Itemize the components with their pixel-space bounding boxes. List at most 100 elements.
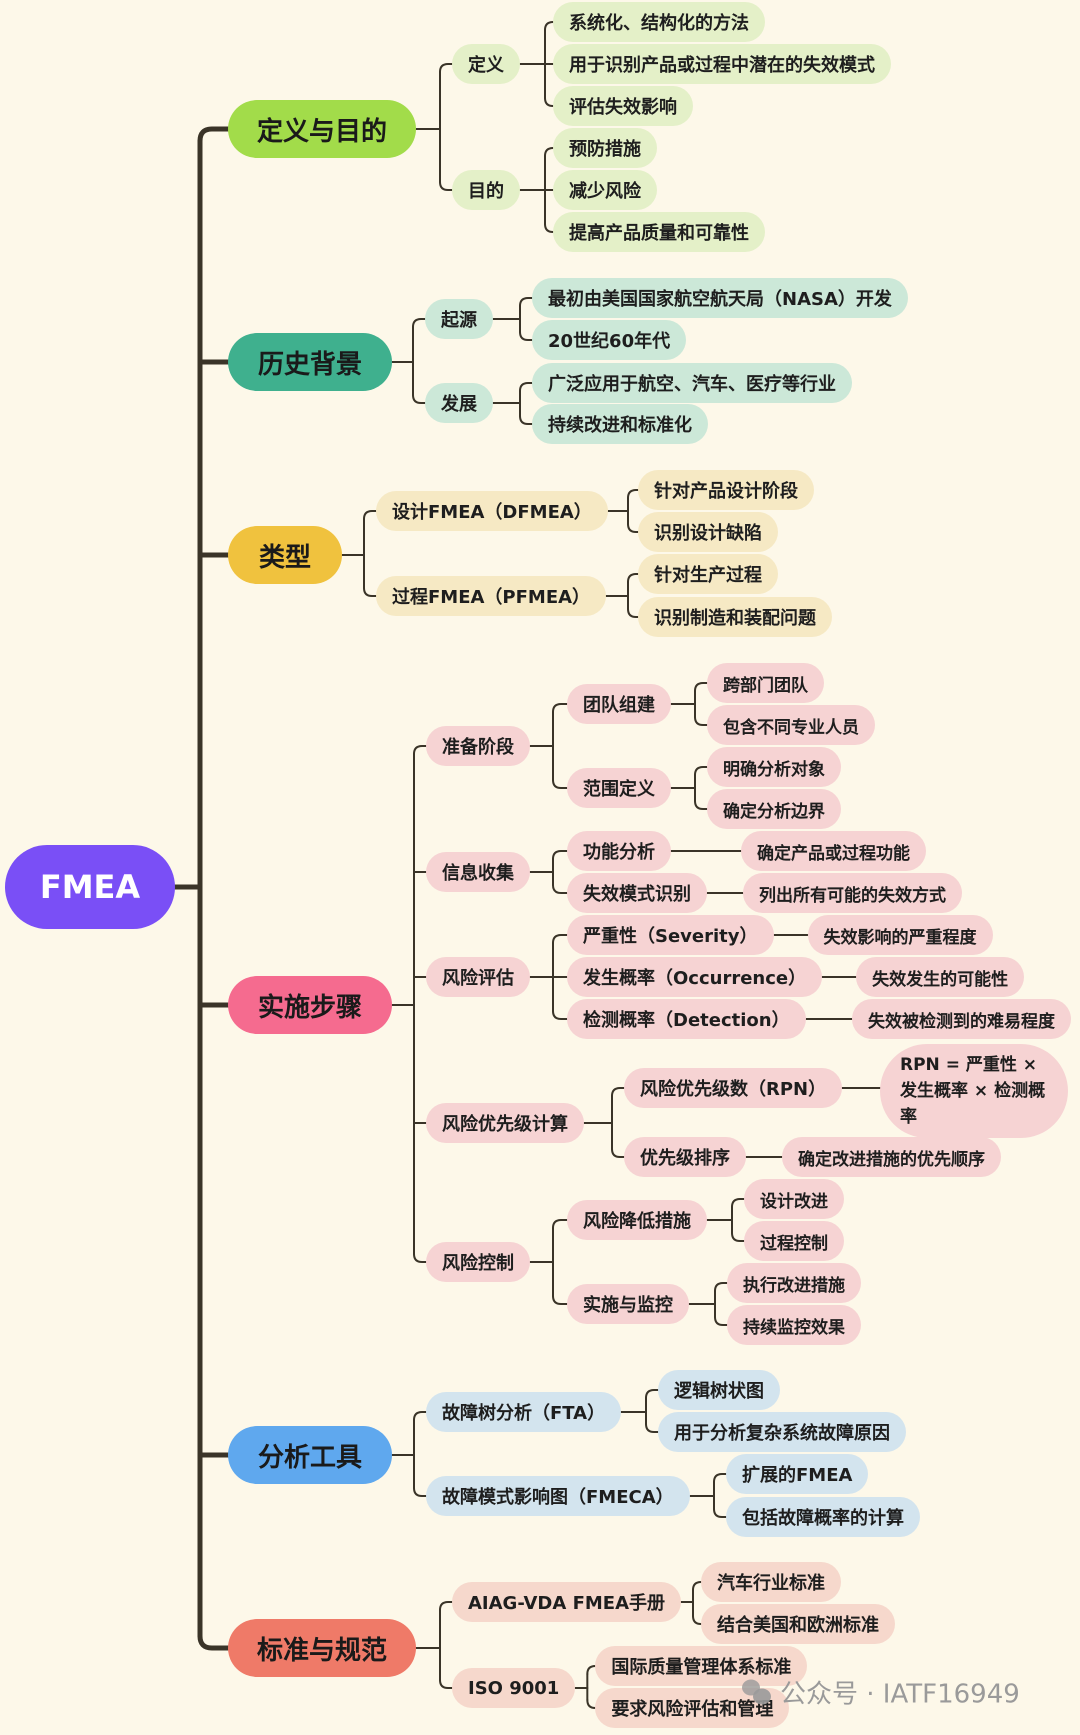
connector	[544, 97, 554, 107]
subtopic-node-3-1[interactable]: 信息收集	[426, 852, 530, 892]
detail-node-0-0-1-label: 包含不同专业人员	[723, 717, 859, 738]
leaf-node-0-1-2[interactable]: 提高产品质量和可靠性	[553, 212, 765, 252]
leaf-node-2-1-0[interactable]: 针对生产过程	[638, 554, 778, 594]
step-node-4-1[interactable]: 实施与监控	[567, 1284, 689, 1324]
detail-node-1-1-0[interactable]: 列出所有可能的失效方式	[743, 873, 962, 913]
leaf-node-0-1-1-label: 减少风险	[569, 181, 641, 202]
leaf-node-1-0-1[interactable]: 20世纪60年代	[532, 320, 687, 360]
leaf-node-2-0-0[interactable]: 针对产品设计阶段	[638, 470, 814, 510]
leaf-node-0-1-2-label: 提高产品质量和可靠性	[569, 223, 749, 244]
leaf-node-5-0-0[interactable]: 汽车行业标准	[701, 1562, 841, 1602]
connector	[714, 1316, 728, 1326]
branch-node-3[interactable]: 实施步骤	[228, 976, 392, 1034]
detail-node-0-0-1[interactable]: 包含不同专业人员	[707, 705, 875, 745]
leaf-node-5-0-0-label: 汽车行业标准	[717, 1573, 825, 1594]
step-node-0-0[interactable]: 团队组建	[567, 684, 671, 724]
leaf-node-0-0-1[interactable]: 用于识别产品或过程中潜在的失效模式	[553, 44, 891, 84]
leaf-node-1-0-0-label: 最初由美国国家航空航天局（NASA）开发	[548, 289, 892, 310]
connector	[552, 850, 568, 860]
root-node-label: FMEA	[39, 868, 141, 906]
step-node-0-0-label: 团队组建	[583, 695, 655, 716]
connector	[713, 1508, 727, 1518]
step-node-3-0[interactable]: 风险优先级数（RPN）	[624, 1068, 843, 1108]
branch-node-1-label: 历史背景	[257, 349, 362, 380]
step-node-2-0[interactable]: 严重性（Severity）	[567, 915, 774, 955]
subtopic-node-3-0[interactable]: 准备阶段	[426, 726, 530, 766]
leaf-node-4-0-1[interactable]: 用于分析复杂系统故障原因	[658, 1412, 906, 1452]
detail-node-1-0-0[interactable]: 确定产品或过程功能	[741, 831, 926, 871]
detail-node-3-0-0[interactable]: RPN = 严重性 × 发生概率 × 检测概率	[880, 1044, 1068, 1138]
connector	[692, 1581, 702, 1591]
leaf-node-5-1-0[interactable]: 国际质量管理体系标准	[595, 1646, 808, 1686]
subtopic-node-2-1[interactable]: 过程FMEA（PFMEA）	[376, 576, 607, 616]
detail-node-3-1-0-label: 确定改进措施的优先顺序	[798, 1149, 985, 1170]
step-node-2-1-label: 发生概率（Occurrence）	[583, 968, 807, 989]
connector	[552, 1219, 568, 1229]
step-node-2-1[interactable]: 发生概率（Occurrence）	[567, 957, 823, 997]
leaf-node-1-1-0[interactable]: 广泛应用于航空、汽车、医疗等行业	[532, 363, 852, 403]
leaf-node-0-0-0[interactable]: 系统化、结构化的方法	[553, 2, 765, 42]
subtopic-node-3-2[interactable]: 风险评估	[426, 957, 530, 997]
leaf-node-4-1-1[interactable]: 包括故障概率的计算	[726, 1497, 920, 1537]
detail-node-4-0-0[interactable]: 设计改进	[744, 1179, 844, 1219]
connector	[714, 1282, 728, 1292]
leaf-node-0-1-1[interactable]: 减少风险	[553, 170, 657, 210]
detail-node-4-0-1[interactable]: 过程控制	[744, 1221, 844, 1261]
branch-node-1[interactable]: 历史背景	[228, 333, 392, 391]
branch-node-5[interactable]: 标准与规范	[228, 1619, 416, 1677]
subtopic-node-5-0-label: AIAG-VDA FMEA手册	[468, 1593, 665, 1614]
subtopic-node-3-4[interactable]: 风险控制	[426, 1242, 530, 1282]
detail-node-3-1-0[interactable]: 确定改进措施的优先顺序	[782, 1137, 1001, 1177]
subtopic-node-1-0[interactable]: 起源	[425, 299, 493, 339]
leaf-node-1-0-0[interactable]: 最初由美国国家航空航天局（NASA）开发	[532, 278, 908, 318]
leaf-node-1-0-1-label: 20世纪60年代	[548, 331, 671, 352]
step-node-1-0[interactable]: 功能分析	[567, 831, 671, 871]
subtopic-node-0-1[interactable]: 目的	[452, 170, 520, 210]
branch-node-0[interactable]: 定义与目的	[228, 100, 416, 158]
detail-node-2-0-0[interactable]: 失效影响的严重程度	[807, 915, 993, 955]
connector	[627, 573, 639, 583]
detail-node-4-1-0[interactable]: 执行改进措施	[727, 1263, 861, 1303]
subtopic-node-4-1[interactable]: 故障模式影响图（FMECA）	[426, 1476, 690, 1516]
connector	[692, 1615, 702, 1625]
leaf-node-0-1-0[interactable]: 预防措施	[553, 128, 657, 168]
leaf-node-2-1-1[interactable]: 识别制造和装配问题	[638, 597, 832, 637]
subtopic-node-1-1[interactable]: 发展	[425, 383, 493, 423]
step-node-0-1-label: 范围定义	[583, 779, 655, 800]
subtopic-node-4-0[interactable]: 故障树分析（FTA）	[426, 1392, 622, 1432]
detail-node-0-1-1[interactable]: 确定分析边界	[707, 789, 841, 829]
connector	[544, 147, 554, 157]
connector	[412, 394, 426, 404]
step-node-4-0[interactable]: 风险降低措施	[567, 1200, 707, 1240]
detail-node-2-1-0[interactable]: 失效发生的可能性	[856, 957, 1025, 997]
leaf-node-4-1-0[interactable]: 扩展的FMEA	[726, 1454, 869, 1494]
subtopic-node-2-0[interactable]: 设计FMEA（DFMEA）	[376, 491, 608, 531]
step-node-2-2[interactable]: 检测概率（Detection）	[567, 999, 806, 1039]
leaf-node-0-0-2-label: 评估失效影响	[569, 97, 677, 118]
root-node-fmea[interactable]: FMEA	[5, 845, 175, 929]
subtopic-node-3-4-label: 风险控制	[442, 1253, 514, 1274]
leaf-node-2-0-1[interactable]: 识别设计缺陷	[638, 512, 778, 552]
leaf-node-5-1-1[interactable]: 要求风险评估和管理	[595, 1688, 790, 1728]
leaf-node-4-0-0[interactable]: 逻辑树状图	[658, 1370, 780, 1410]
leaf-node-5-0-1[interactable]: 结合美国和欧洲标准	[701, 1604, 895, 1644]
detail-node-2-2-0[interactable]: 失效被检测到的难易程度	[852, 999, 1071, 1039]
branch-node-4[interactable]: 分析工具	[228, 1426, 392, 1484]
connector	[645, 1423, 659, 1433]
leaf-node-1-1-1[interactable]: 持续改进和标准化	[532, 404, 708, 444]
leaf-node-0-0-2[interactable]: 评估失效影响	[553, 86, 693, 126]
subtopic-node-0-0[interactable]: 定义	[452, 44, 520, 84]
branch-node-2[interactable]: 类型	[228, 526, 342, 584]
detail-node-4-1-1[interactable]: 持续监控效果	[727, 1305, 861, 1345]
connector	[412, 318, 426, 328]
step-node-0-1[interactable]: 范围定义	[567, 768, 671, 808]
step-node-3-1[interactable]: 优先级排序	[624, 1137, 746, 1177]
subtopic-node-5-0[interactable]: AIAG-VDA FMEA手册	[452, 1582, 681, 1622]
step-node-1-1[interactable]: 失效模式识别	[567, 873, 707, 913]
detail-node-0-0-0[interactable]: 跨部门团队	[707, 663, 824, 703]
detail-node-0-1-0[interactable]: 明确分析对象	[707, 747, 841, 787]
subtopic-node-3-2-label: 风险评估	[442, 968, 514, 989]
subtopic-node-3-3[interactable]: 风险优先级计算	[426, 1103, 584, 1143]
subtopic-node-5-1[interactable]: ISO 9001	[452, 1668, 576, 1708]
